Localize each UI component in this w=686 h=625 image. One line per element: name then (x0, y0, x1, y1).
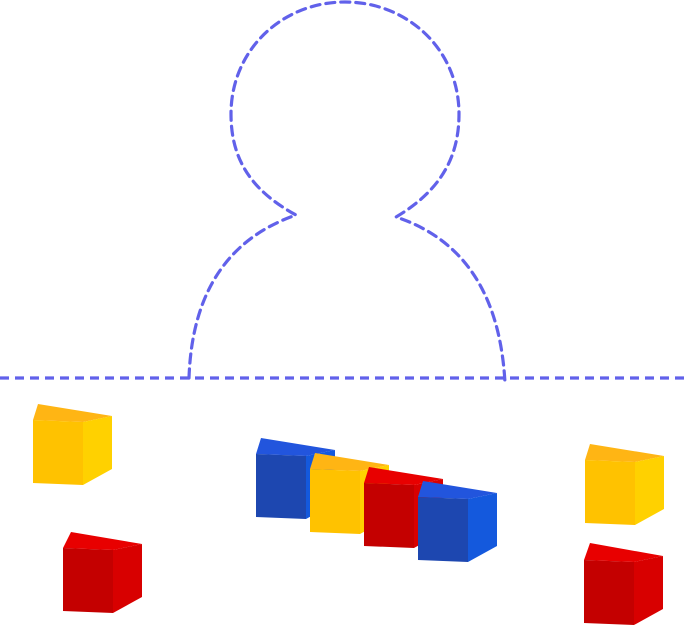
person-silhouette-outline-icon (187, 0, 507, 385)
cube-blue-row-end (418, 481, 497, 562)
cube-red-left-left-face (63, 548, 113, 613)
cube-yellow-left-top-face (33, 404, 112, 422)
cube-blue-row-end-right-face (468, 493, 497, 562)
cube-blue-row-end-left-face (418, 497, 468, 562)
cube-red-left (63, 532, 142, 613)
blocks-group (33, 404, 664, 625)
cube-red-row-left-face (364, 483, 414, 548)
cube-yellow-left-right-face (83, 416, 112, 485)
cube-yellow-row-left-face (310, 469, 360, 534)
cube-blue-row-left-face (256, 454, 306, 519)
cube-yellow-right-right-face (635, 456, 664, 525)
cube-red-right-left-face (584, 560, 634, 625)
cube-yellow-right-left-face (585, 460, 635, 525)
cube-yellow-left (33, 404, 112, 485)
cube-yellow-row-top-face (310, 453, 389, 471)
cube-red-right-top-face (584, 543, 663, 562)
cube-red-row-top-face (364, 467, 443, 485)
cube-red-left-right-face (113, 544, 142, 613)
cube-blue-row-top-face (256, 438, 335, 456)
cube-red-right-right-face (634, 556, 663, 625)
person-outline (187, 0, 507, 385)
cube-yellow-left-left-face (33, 420, 83, 485)
cube-yellow-right-top-face (585, 444, 664, 462)
cube-red-left-top-face (63, 532, 142, 550)
cube-yellow-right (585, 444, 664, 525)
cube-red-right (584, 543, 663, 625)
cube-blue-row-end-top-face (418, 481, 497, 499)
